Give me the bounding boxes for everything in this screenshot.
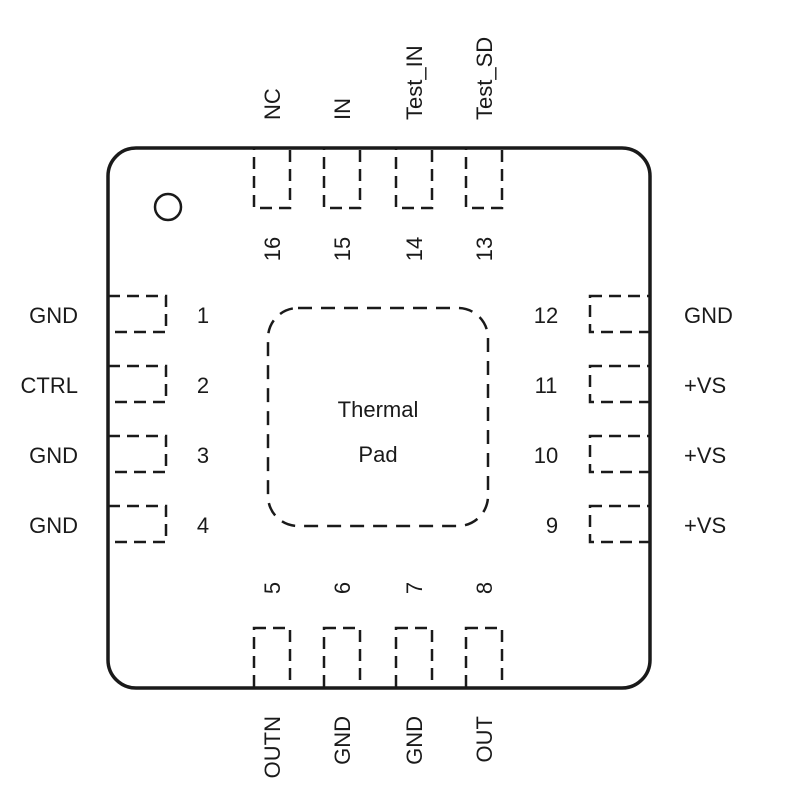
pin-12: 12 GND — [534, 294, 733, 334]
pin-pad — [588, 434, 652, 474]
pin-number: 2 — [197, 373, 209, 398]
pin-pad — [588, 294, 652, 334]
pin-number: 6 — [330, 582, 355, 594]
pin-number: 13 — [472, 237, 497, 261]
pin-name: OUTN — [260, 716, 285, 778]
pin-name: +VS — [684, 373, 726, 398]
pin-number: 12 — [534, 303, 558, 328]
pin-pad — [394, 146, 434, 210]
pin-name: GND — [684, 303, 733, 328]
thermal-pad — [266, 306, 490, 528]
pin-name: NC — [260, 88, 285, 120]
pin-pad — [464, 146, 504, 210]
pin-3: 3 GND — [29, 434, 209, 474]
pin-1: 1 GND — [29, 294, 209, 334]
pin-name: GND — [330, 716, 355, 765]
pin-11: 11 +VS — [535, 364, 726, 404]
pin-number: 16 — [260, 237, 285, 261]
thermal-pad-label-line1: Thermal — [338, 397, 419, 422]
pin-number: 9 — [546, 513, 558, 538]
pin-number: 14 — [402, 237, 427, 261]
pin-pad — [588, 364, 652, 404]
pin-pad — [252, 146, 292, 210]
pin-number: 1 — [197, 303, 209, 328]
pin-4: 4 GND — [29, 504, 209, 544]
pin-number: 10 — [534, 443, 558, 468]
pin-pad — [106, 504, 168, 544]
pin-10: 10 +VS — [534, 434, 726, 474]
pin-pad — [394, 626, 434, 690]
pin-pad — [106, 364, 168, 404]
pin-15: 15 IN — [322, 98, 362, 261]
pin-pad — [106, 294, 168, 334]
pin-name: Test_SD — [472, 37, 497, 120]
pin-6: 6 GND — [322, 582, 362, 765]
pin-name: +VS — [684, 443, 726, 468]
pin-13: 13 Test_SD — [464, 37, 504, 261]
pin-pad — [322, 626, 362, 690]
pin-14: 14 Test_IN — [394, 45, 434, 261]
pin-name: GND — [29, 443, 78, 468]
pin-7: 7 GND — [394, 582, 434, 765]
pin-pad — [322, 146, 362, 210]
pin1-marker-icon — [153, 192, 183, 222]
pin-name: CTRL — [21, 373, 78, 398]
pin-number: 3 — [197, 443, 209, 468]
package-body — [106, 146, 652, 690]
pin-name: GND — [402, 716, 427, 765]
pin-name: +VS — [684, 513, 726, 538]
pin-number: 7 — [402, 582, 427, 594]
pin-pad — [464, 626, 504, 690]
pin-number: 5 — [260, 582, 285, 594]
pin-5: 5 OUTN — [252, 582, 292, 778]
pin-pad — [106, 434, 168, 474]
pin-name: OUT — [472, 716, 497, 762]
pin-8: 8 OUT — [464, 582, 504, 762]
pin-2: 2 CTRL — [21, 364, 209, 404]
pin-9: 9 +VS — [546, 504, 726, 544]
pin-pad — [588, 504, 652, 544]
pin-number: 8 — [472, 582, 497, 594]
pin-16: 16 NC — [252, 88, 292, 261]
pin-name: GND — [29, 513, 78, 538]
pin-number: 4 — [197, 513, 209, 538]
thermal-pad-label-line2: Pad — [358, 442, 397, 467]
pin-name: GND — [29, 303, 78, 328]
pin-pad — [252, 626, 292, 690]
pin-number: 15 — [330, 237, 355, 261]
pin-name: IN — [330, 98, 355, 120]
pin-name: Test_IN — [402, 45, 427, 120]
pin-number: 11 — [535, 373, 558, 398]
